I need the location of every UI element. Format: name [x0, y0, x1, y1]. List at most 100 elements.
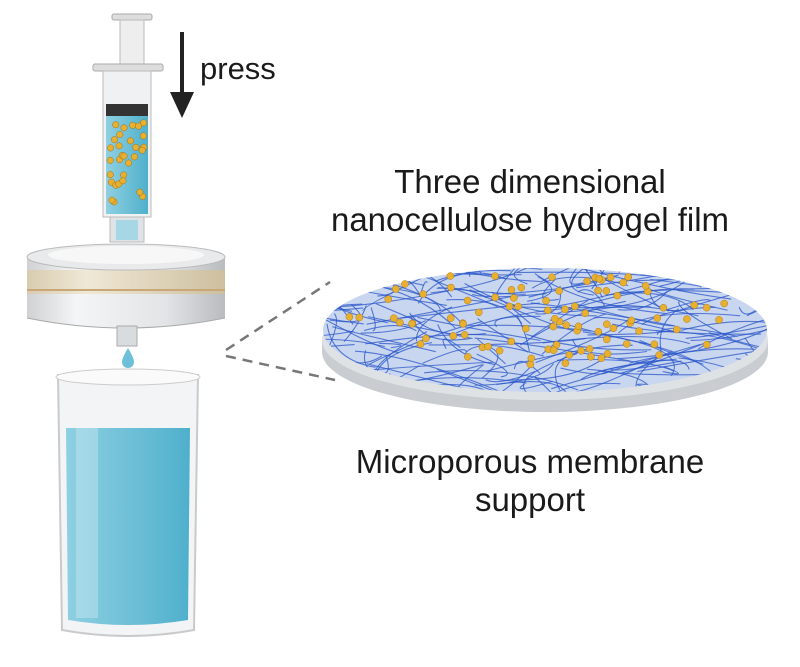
nanoparticle	[510, 294, 518, 302]
nanoparticle	[475, 308, 483, 317]
nanoparticle	[624, 273, 632, 281]
fiber	[777, 262, 800, 269]
fiber	[428, 337, 586, 346]
nanoparticle	[603, 350, 612, 358]
fiber	[739, 278, 767, 297]
fiber	[756, 300, 767, 320]
fiber	[323, 330, 354, 340]
fiber	[323, 268, 361, 285]
fiber	[323, 268, 425, 286]
nanoparticle	[587, 353, 595, 361]
nanoparticle	[111, 136, 118, 144]
fiber	[323, 290, 351, 315]
nanoparticle	[126, 137, 134, 145]
nanoparticle	[683, 315, 691, 323]
nanoparticle	[653, 314, 661, 322]
fiber	[329, 268, 386, 285]
fiber	[554, 351, 583, 390]
nanoparticle	[627, 316, 636, 325]
fiber	[366, 363, 498, 392]
nanoparticle	[544, 306, 552, 315]
nanoparticle	[606, 273, 615, 282]
fiber	[665, 299, 711, 311]
nanoparticle	[136, 188, 144, 196]
nanoparticle	[715, 316, 723, 324]
nanoparticle	[120, 124, 128, 132]
fiber	[332, 326, 436, 353]
nanoparticle	[609, 324, 618, 333]
nanoparticle	[505, 302, 514, 311]
fiber	[422, 349, 467, 364]
fiber	[359, 268, 463, 272]
fiber	[323, 278, 353, 312]
fiber	[446, 298, 523, 324]
fiber	[572, 350, 673, 392]
fiber	[477, 318, 529, 353]
zoom-callout-lines	[225, 280, 336, 382]
nanoparticle	[602, 287, 611, 295]
fiber	[556, 358, 674, 372]
nanoparticle	[384, 295, 393, 303]
nanoparticle	[585, 345, 594, 353]
nanoparticle	[115, 142, 123, 150]
nanoparticle	[603, 335, 611, 344]
fiber	[323, 289, 344, 295]
fiber	[491, 291, 531, 325]
syringe-filter	[26, 243, 226, 347]
fiber	[323, 324, 324, 348]
nanoparticle	[401, 280, 409, 288]
fiber	[603, 359, 690, 371]
fiber	[618, 312, 741, 334]
nanoparticle	[690, 301, 699, 309]
fiber	[617, 326, 767, 360]
fiber	[323, 268, 360, 290]
nanoparticle	[570, 302, 579, 311]
nanoparticle	[548, 273, 556, 281]
fiber	[454, 268, 482, 275]
fiber	[618, 268, 627, 273]
nanoparticle	[108, 196, 116, 204]
fiber	[535, 318, 630, 364]
nanoparticle	[345, 313, 354, 321]
fiber	[485, 370, 536, 383]
fiber	[542, 336, 690, 345]
fiber	[327, 268, 482, 270]
fiber	[591, 268, 609, 290]
nanoparticle	[655, 351, 663, 359]
nanoparticle	[555, 287, 563, 295]
nanoparticle	[116, 131, 124, 139]
fiber	[323, 391, 348, 392]
nanoparticle	[463, 296, 472, 305]
nanoparticle	[390, 314, 398, 322]
fiber	[323, 281, 364, 325]
nanoparticle	[447, 283, 455, 292]
nanoparticle	[132, 143, 140, 151]
fiber	[348, 268, 370, 296]
nanoparticle	[138, 146, 146, 154]
fiber	[679, 270, 767, 311]
fiber	[527, 276, 552, 302]
nanoparticle	[702, 303, 711, 312]
fiber	[534, 273, 667, 315]
nanoparticle	[507, 337, 516, 346]
fiber	[637, 350, 757, 373]
fiber	[625, 268, 666, 272]
nanoparticle	[527, 354, 536, 363]
nanoparticle	[129, 121, 137, 129]
nanoparticle	[120, 171, 128, 179]
fiber	[551, 343, 701, 390]
fiber	[474, 363, 554, 386]
fiber	[523, 353, 578, 392]
fiber	[356, 361, 493, 372]
nanoparticle	[597, 354, 606, 362]
fiber	[323, 268, 381, 290]
nanoparticle	[446, 314, 455, 322]
fiber	[378, 342, 402, 349]
nanoparticle	[673, 325, 681, 334]
fiber	[434, 272, 507, 282]
nanoparticle	[139, 132, 147, 140]
fiber	[650, 278, 702, 288]
nanoparticle	[561, 305, 569, 314]
fiber	[323, 303, 363, 315]
fiber	[323, 317, 400, 354]
